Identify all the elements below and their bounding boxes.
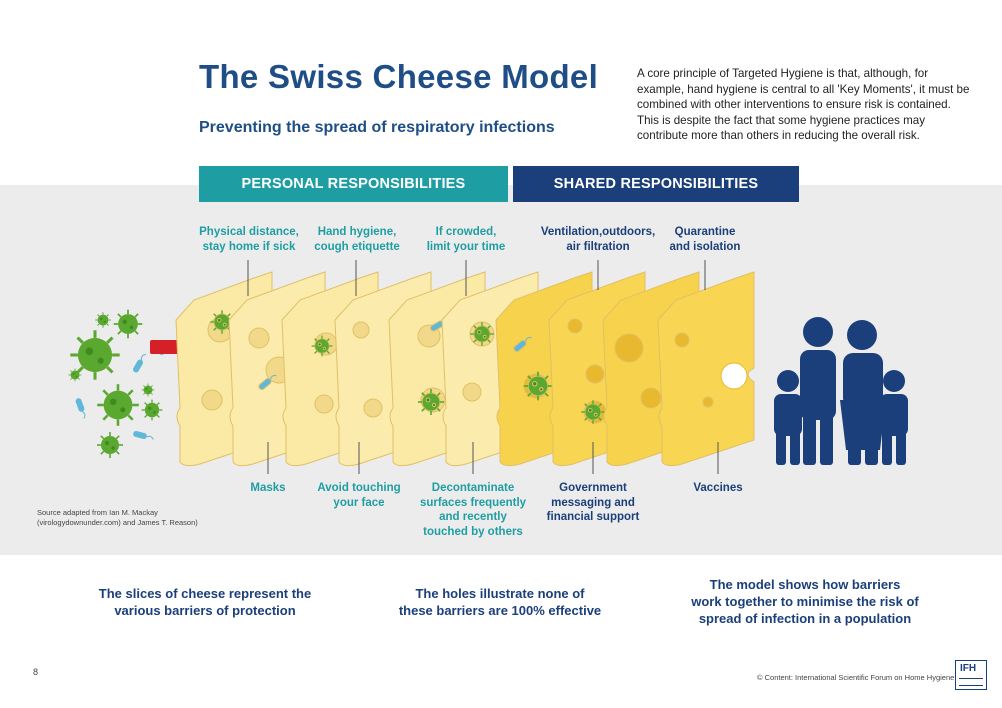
cheese-slice: [602, 271, 700, 467]
personal-responsibilities-header: PERSONAL RESPONSIBILITIES: [199, 166, 508, 202]
label-line: messaging and: [551, 496, 635, 509]
cheese-slice: [388, 271, 486, 467]
family-icon: [774, 317, 908, 465]
summary-line: The holes illustrate none of: [415, 586, 585, 601]
page-number: 8: [33, 667, 39, 677]
summary-line: various barriers of protection: [114, 603, 296, 618]
source-line: Source adapted from Ian M. Mackay: [37, 508, 158, 517]
label-quarantine: Quarantine and isolation: [655, 225, 755, 254]
page-subtitle: Preventing the spread of respiratory inf…: [199, 119, 555, 136]
shared-responsibilities-header: SHARED RESPONSIBILITIES: [513, 166, 799, 202]
logo-text: IFH: [960, 663, 977, 674]
cheese-slice: [175, 271, 273, 467]
label-vaccines: Vaccines: [678, 481, 758, 496]
label-line: Physical distance,: [199, 226, 299, 238]
label-line: limit your time: [426, 240, 506, 253]
summary-model: The model shows how barriers work togeth…: [660, 576, 950, 627]
ifh-logo: IFH: [955, 660, 987, 690]
logo-lines: [959, 678, 983, 686]
label-line: financial support: [546, 511, 640, 523]
cheese-slice: [495, 271, 593, 467]
label-line: If crowded,: [435, 226, 497, 238]
label-line: Decontaminate: [431, 482, 515, 494]
cheese-slice: [334, 271, 432, 467]
summary-line: The model shows how barriers: [709, 577, 901, 592]
summary-line: work together to minimise the risk of: [691, 594, 919, 609]
summary-holes: The holes illustrate none of these barri…: [370, 585, 630, 619]
label-line: your face: [333, 496, 385, 509]
label-line: surfaces frequently: [419, 496, 527, 509]
label-line: Government: [559, 482, 627, 494]
label-ventilation: Ventilation,outdoors, air filtration: [538, 225, 658, 254]
label-line: touched by others: [423, 525, 523, 538]
label-line: cough etiquette: [314, 240, 400, 253]
summary-line: The slices of cheese represent the: [98, 586, 312, 601]
label-decontaminate: Decontaminate surfaces frequently and re…: [418, 481, 528, 539]
cheese-slices: [175, 271, 755, 467]
page-title: The Swiss Cheese Model: [199, 58, 599, 95]
summary-line: these barriers are 100% effective: [398, 603, 602, 618]
summary-line: spread of infection in a population: [698, 611, 912, 626]
label-line: Quarantine: [674, 226, 736, 238]
cheese-slice: [281, 271, 379, 467]
leader-lines: [247, 260, 719, 474]
source-line: (virologydownunder.com) and James T. Rea…: [37, 518, 198, 527]
label-line: Hand hygiene,: [317, 226, 397, 238]
label-line: air filtration: [566, 240, 630, 253]
label-line: and recently: [439, 511, 507, 523]
label-line: stay home if sick: [202, 240, 296, 253]
label-physical-distance: Physical distance, stay home if sick: [199, 225, 299, 254]
cheese-slice: [657, 271, 755, 467]
label-line: Avoid touching: [317, 482, 401, 494]
cheese-slice: [441, 271, 539, 467]
label-line: Vaccines: [693, 482, 743, 494]
label-government: Government messaging and financial suppo…: [538, 481, 648, 525]
pathogens-cluster: [68, 308, 180, 459]
label-masks: Masks: [228, 481, 308, 496]
label-avoid-touching: Avoid touching your face: [309, 481, 409, 510]
label-line: Masks: [250, 482, 286, 494]
label-if-crowded: If crowded, limit your time: [416, 225, 516, 254]
source-note: Source adapted from Ian M. Mackay (virol…: [37, 508, 227, 528]
label-hand-hygiene: Hand hygiene, cough etiquette: [307, 225, 407, 254]
summary-slices: The slices of cheese represent the vario…: [70, 585, 340, 619]
copyright-note: © Content: International Scientific Foru…: [757, 673, 955, 682]
cheese-slice: [548, 271, 646, 467]
intro-paragraph: A core principle of Targeted Hygiene is …: [637, 67, 970, 142]
label-line: Ventilation,outdoors,: [540, 226, 656, 238]
label-line: and isolation: [669, 240, 741, 253]
